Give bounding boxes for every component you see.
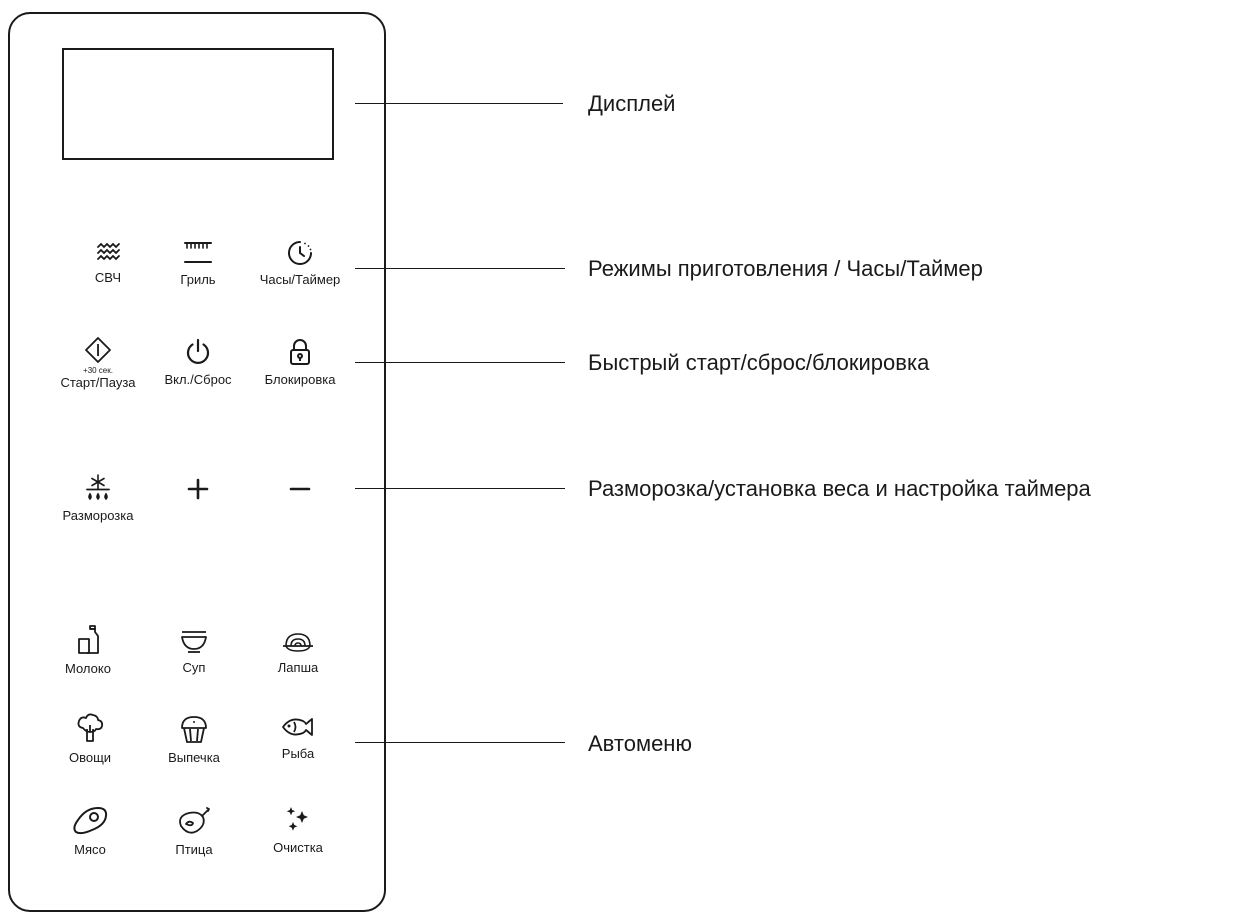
soup-label: Суп (182, 660, 206, 675)
baking-label: Выпечка (168, 750, 220, 765)
steak-icon (73, 807, 108, 835)
lock-button[interactable]: Блокировка (240, 338, 360, 388)
power-reset-label: Вкл./Сброс (164, 372, 232, 387)
noodles-button[interactable]: Лапша (238, 628, 358, 676)
minus-button[interactable] (240, 478, 360, 500)
callout-quick-start: Быстрый старт/сброс/блокировка (588, 350, 930, 375)
soup-button[interactable]: Суп (134, 628, 254, 676)
noodles-icon (283, 633, 313, 652)
grill-label: Гриль (180, 272, 216, 287)
milk-bottle-icon (78, 625, 99, 654)
baking-button[interactable]: Выпечка (134, 714, 254, 766)
display-screen (62, 48, 334, 160)
start-diamond-icon (85, 337, 111, 363)
callout-display: Дисплей (588, 91, 676, 116)
noodles-label: Лапша (277, 660, 319, 675)
fish-icon (282, 718, 313, 736)
milk-button[interactable]: Молоко (28, 625, 148, 677)
clock-timer-button[interactable]: Часы/Таймер (240, 240, 360, 288)
start-pause-button[interactable]: +30 сек. Старт/Пауза (38, 336, 158, 391)
callout-cooking-modes: Режимы приготовления / Часы/Таймер (588, 256, 983, 281)
defrost-button[interactable]: Разморозка (38, 474, 158, 524)
poultry-button[interactable]: Птица (134, 806, 254, 858)
leader-line-display (355, 103, 563, 104)
leader-line-automenu (355, 742, 565, 743)
milk-label: Молоко (65, 661, 111, 676)
start-pause-sublabel: +30 сек. (83, 366, 113, 375)
muffin-icon (181, 716, 207, 743)
bowl-icon (181, 631, 207, 653)
poultry-label: Птица (175, 842, 213, 857)
fish-label: Рыба (281, 746, 315, 761)
clock-timer-label: Часы/Таймер (259, 272, 341, 287)
power-icon (186, 338, 210, 364)
leader-line-quick-start (355, 362, 565, 363)
callout-automenu: Автоменю (588, 731, 692, 756)
vegetables-button[interactable]: Овощи (30, 712, 150, 766)
grill-button[interactable]: Гриль (138, 240, 258, 288)
cleaning-button[interactable]: Очистка (238, 806, 358, 856)
vegetables-label: Овощи (68, 750, 112, 765)
chicken-icon (179, 807, 210, 834)
lock-icon (290, 339, 310, 365)
broccoli-icon (77, 713, 104, 742)
callout-defrost-weight: Разморозка/установка веса и настройка та… (588, 476, 1091, 501)
microwave-button[interactable]: СВЧ (48, 240, 168, 286)
power-reset-button[interactable]: Вкл./Сброс (138, 338, 258, 388)
plus-icon (187, 478, 209, 500)
clock-timer-icon (288, 241, 312, 265)
leader-line-defrost-weight (355, 488, 565, 489)
lock-label: Блокировка (264, 372, 336, 387)
defrost-label: Разморозка (62, 508, 134, 523)
start-pause-label: Старт/Пауза (60, 375, 136, 390)
waves-icon (97, 242, 120, 261)
meat-label: Мясо (74, 842, 106, 857)
minus-icon (289, 487, 311, 491)
leader-line-cooking-modes (355, 268, 565, 269)
plus-button[interactable] (138, 478, 258, 500)
grill-icon (184, 242, 212, 263)
sparkles-icon (286, 807, 308, 831)
meat-button[interactable]: Мясо (30, 806, 150, 858)
cleaning-label: Очистка (273, 840, 323, 855)
microwave-label: СВЧ (94, 270, 122, 285)
fish-button[interactable]: Рыба (238, 714, 358, 762)
snowflake-drops-icon (86, 474, 110, 501)
